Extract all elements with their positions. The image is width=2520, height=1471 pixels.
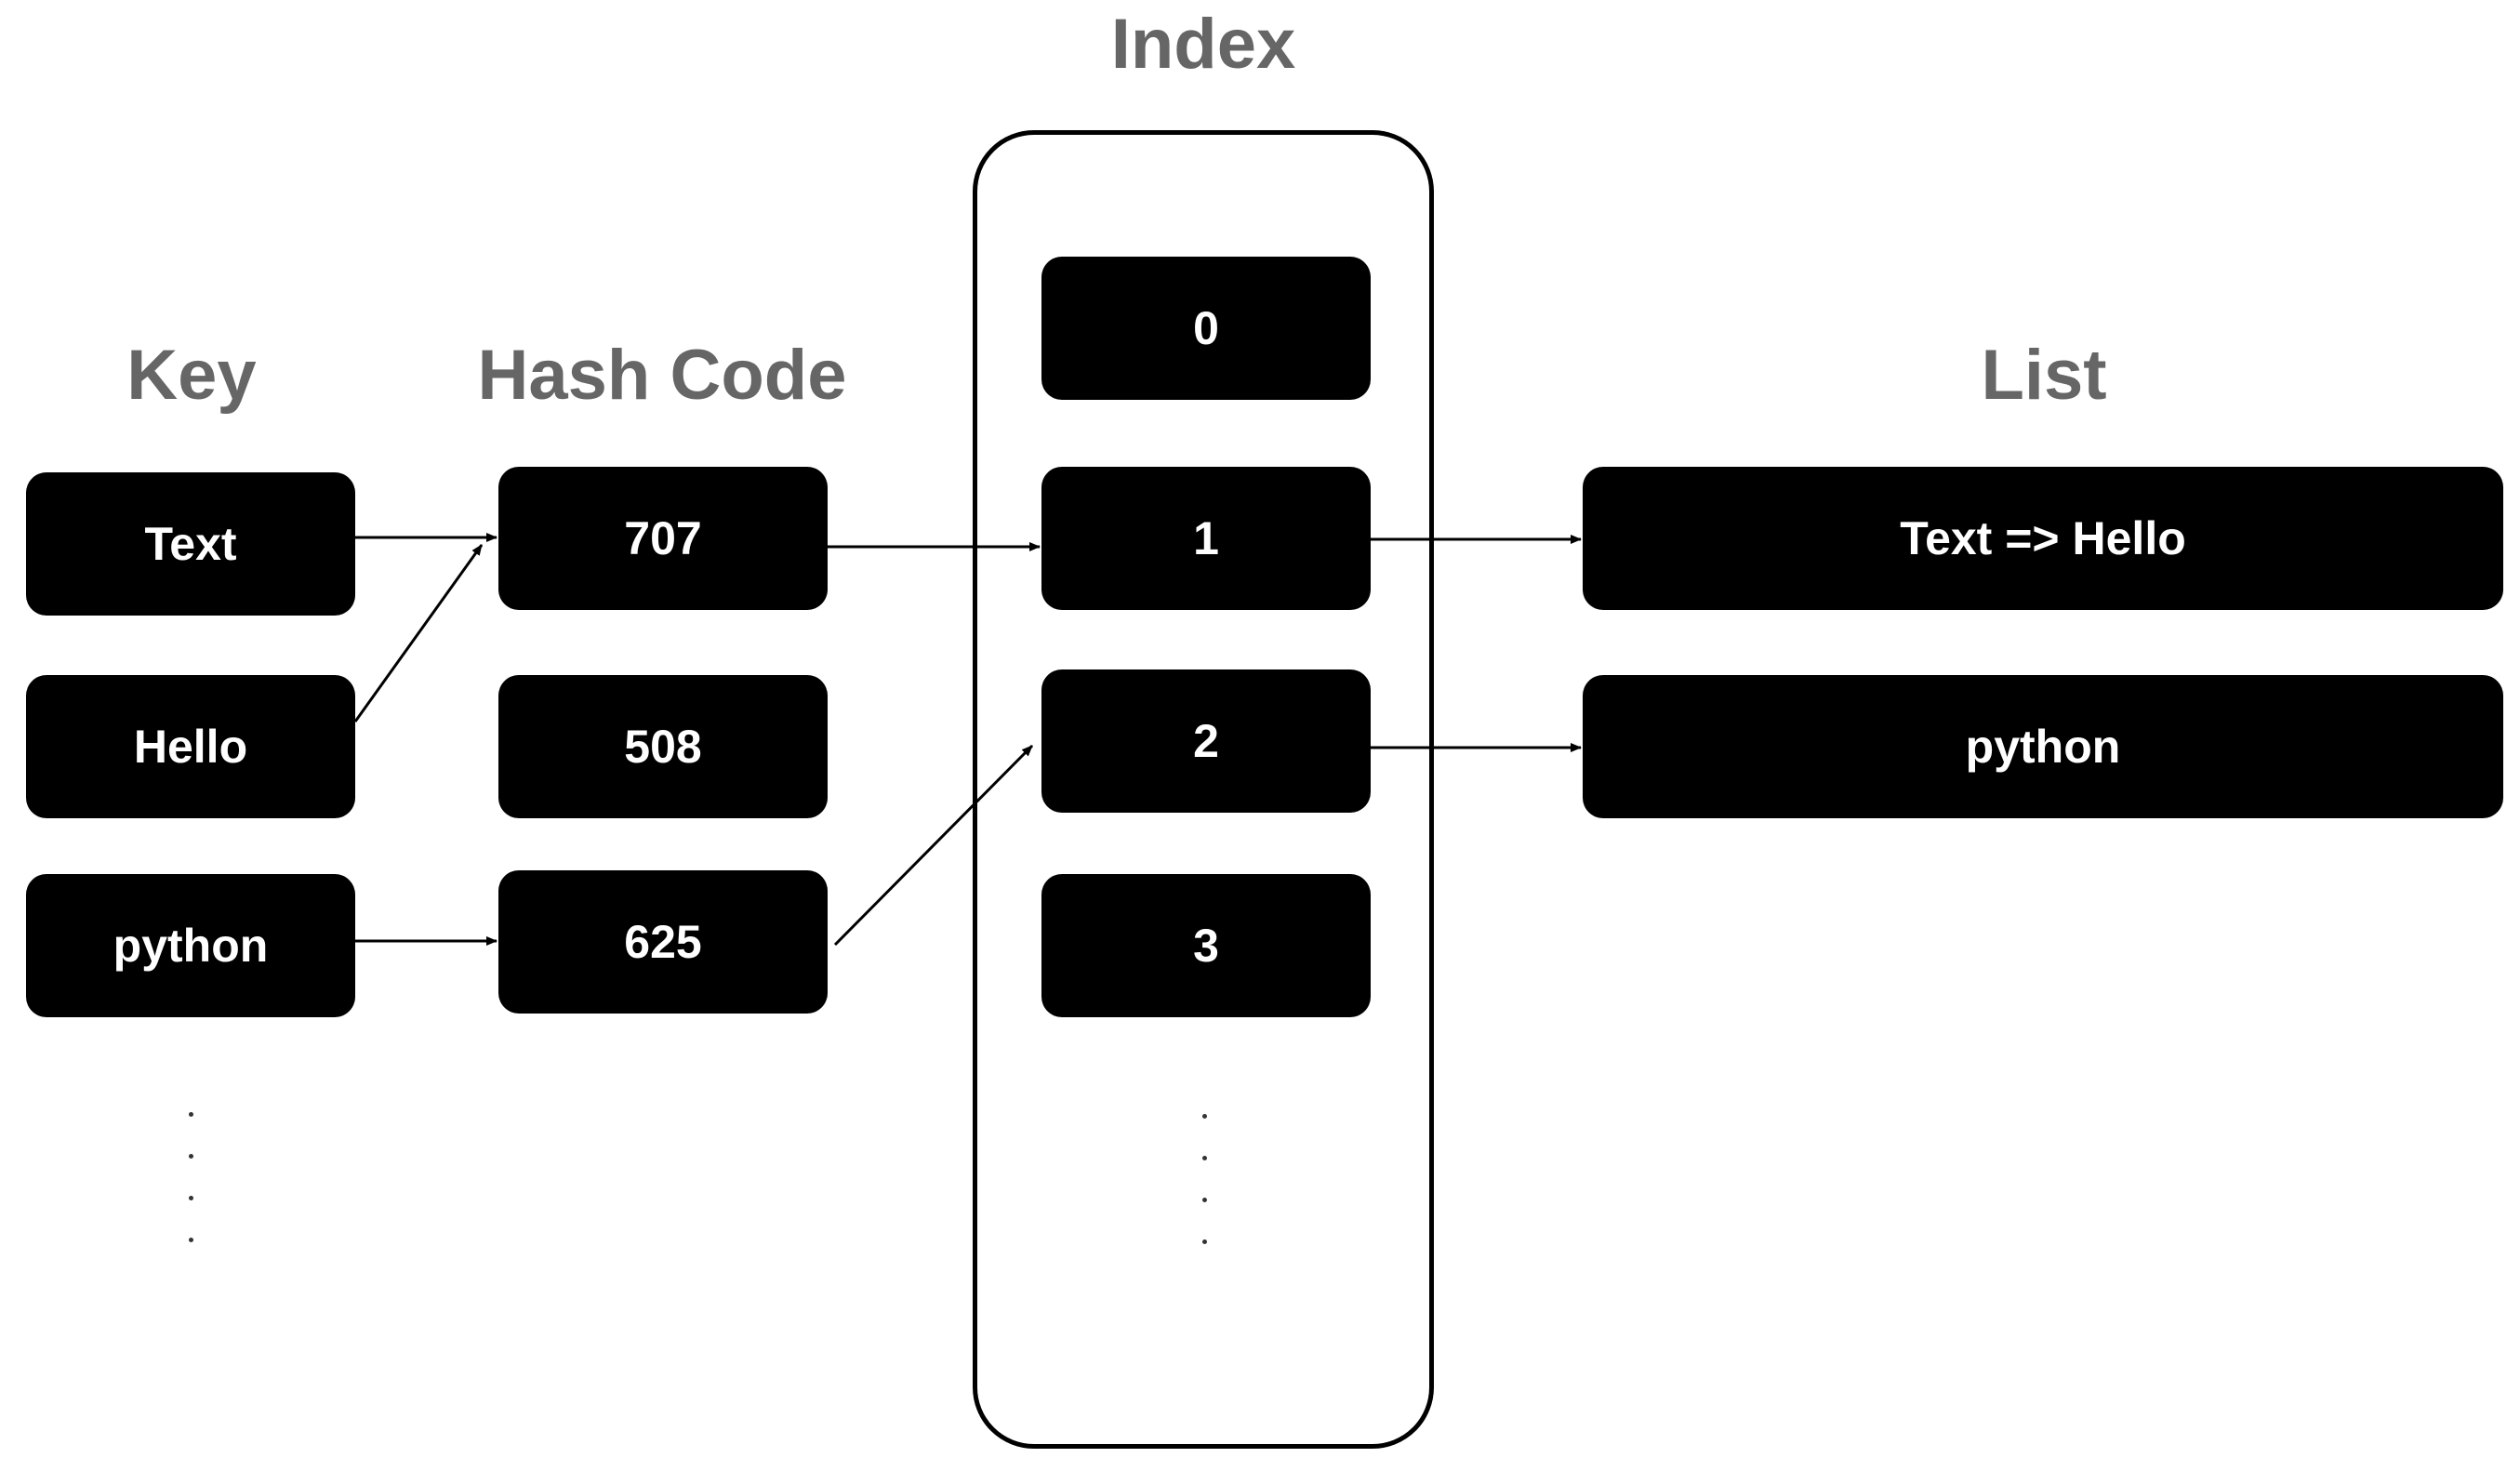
key-column-heading: Key	[126, 336, 257, 415]
hash-code-box-707: 707	[498, 467, 828, 610]
index-slot-0: 0	[1041, 257, 1371, 400]
list-column-heading: List	[1981, 336, 2107, 415]
key-box-hello: Hello	[26, 675, 355, 818]
index-column-heading: Index	[1110, 5, 1296, 84]
list-item-text-hello: Text => Hello	[1583, 467, 2503, 610]
key-box-python: python	[26, 874, 355, 1017]
hash-code-box-508: 508	[498, 675, 828, 818]
key-box-text: Text	[26, 472, 355, 616]
key-column-ellipsis	[186, 1112, 195, 1279]
hash-code-column-heading: Hash Code	[477, 336, 847, 415]
list-item-python: python	[1583, 675, 2503, 818]
hash-code-box-625: 625	[498, 870, 828, 1014]
arrow-hello-to-707	[353, 544, 484, 722]
index-slot-2: 2	[1041, 669, 1371, 813]
arrow-625-to-index-2	[833, 744, 1034, 947]
index-slot-1: 1	[1041, 467, 1371, 610]
index-slot-3: 3	[1041, 874, 1371, 1017]
index-column-ellipsis	[1200, 1114, 1209, 1281]
index-array-container	[973, 130, 1434, 1449]
